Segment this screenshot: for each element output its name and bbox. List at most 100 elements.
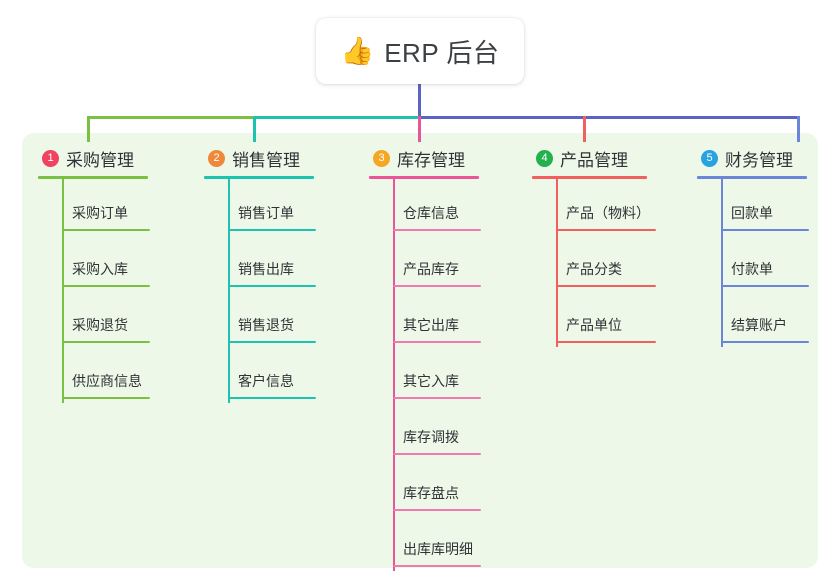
connector-drop-2 [253,116,256,142]
list-item[interactable]: 库存盘点 [369,459,519,515]
list-item[interactable]: 其它入库 [369,347,519,403]
thumbs-up-icon: 👍 [340,35,375,66]
list-item[interactable]: 采购订单 [38,179,188,235]
column-underline-4 [532,176,647,179]
list-item[interactable]: 销售订单 [204,179,354,235]
connector-drop-1 [87,116,90,142]
list-item[interactable]: 客户信息 [204,347,354,403]
list-item[interactable]: 付款单 [697,235,827,291]
column-spine-1 [62,179,64,403]
item-label: 销售退货 [238,317,294,333]
column-title-1: 采购管理 [66,150,134,170]
list-item[interactable]: 销售出库 [204,235,354,291]
item-label: 采购入库 [72,261,128,277]
connector-drop-3 [418,116,421,142]
column-underline-1 [38,176,148,179]
column-items-1: 采购订单采购入库采购退货供应商信息 [38,179,188,403]
item-label: 销售出库 [238,261,294,277]
list-item[interactable]: 产品单位 [532,291,692,347]
list-item[interactable]: 采购退货 [38,291,188,347]
item-label: 产品库存 [403,261,459,277]
item-label: 客户信息 [238,373,294,389]
item-label: 仓库信息 [403,205,459,221]
column-title-4: 产品管理 [560,150,628,170]
column-spine-5 [721,179,723,347]
list-item[interactable]: 产品分类 [532,235,692,291]
item-underline [393,229,481,231]
item-underline [556,229,656,231]
item-label: 出库库明细 [403,541,473,557]
connector-drop-5 [797,116,800,142]
item-underline [228,229,316,231]
item-label: 产品单位 [566,317,622,333]
item-underline [393,397,481,399]
column-title-5: 财务管理 [725,150,793,170]
connector-segment-3 [418,116,798,119]
column-items-3: 仓库信息产品库存其它出库其它入库库存调拨库存盘点出库库明细 [369,179,519,571]
column-spine-3 [393,179,395,571]
item-underline [62,341,150,343]
list-item[interactable]: 仓库信息 [369,179,519,235]
item-underline [393,453,481,455]
item-underline [721,229,809,231]
list-item[interactable]: 产品（物料） [532,179,692,235]
connector-segment-2 [253,116,418,119]
item-label: 销售订单 [238,205,294,221]
column-underline-2 [204,176,314,179]
item-underline [62,285,150,287]
list-item[interactable]: 销售退货 [204,291,354,347]
column-采购管理: 1 采购管理采购订单采购入库采购退货供应商信息 [38,146,188,403]
connector-trunk [418,84,421,119]
column-items-2: 销售订单销售出库销售退货客户信息 [204,179,354,403]
column-badge-1: 1 [42,149,59,167]
item-underline [228,397,316,399]
column-underline-3 [369,176,479,179]
list-item[interactable]: 供应商信息 [38,347,188,403]
column-header-1[interactable]: 1 采购管理 [38,146,188,170]
root-node[interactable]: 👍 ERP 后台 [316,18,524,84]
column-badge-3: 3 [373,149,390,167]
column-spine-2 [228,179,230,403]
column-items-4: 产品（物料） 产品分类产品单位 [532,179,692,347]
list-item[interactable]: 其它出库 [369,291,519,347]
item-underline [393,509,481,511]
connector-segment-1 [87,116,253,119]
column-spine-4 [556,179,558,347]
item-label: 其它出库 [403,317,459,333]
column-badge-4: 4 [536,149,553,167]
column-title-2: 销售管理 [232,150,300,170]
list-item[interactable]: 库存调拨 [369,403,519,459]
item-underline [556,341,656,343]
column-items-5: 回款单付款单结算账户 [697,179,827,347]
item-label: 回款单 [731,205,773,221]
column-underline-5 [697,176,807,179]
item-label: 供应商信息 [72,373,142,389]
item-label: 采购订单 [72,205,128,221]
list-item[interactable]: 产品库存 [369,235,519,291]
item-underline [62,397,150,399]
item-label: 结算账户 [731,317,787,333]
page-title: ERP 后台 [384,37,500,68]
item-underline [393,285,481,287]
list-item[interactable]: 回款单 [697,179,827,235]
item-label: 产品（物料） [566,205,650,221]
column-产品管理: 4 产品管理产品（物料） 产品分类产品单位 [532,146,692,347]
item-label: 付款单 [731,261,773,277]
item-label: 其它入库 [403,373,459,389]
list-item[interactable]: 结算账户 [697,291,827,347]
item-underline [62,229,150,231]
column-title-3: 库存管理 [397,150,465,170]
item-label: 产品分类 [566,261,622,277]
item-underline [228,285,316,287]
column-header-3[interactable]: 3 库存管理 [369,146,519,170]
list-item[interactable]: 出库库明细 [369,515,519,571]
column-header-4[interactable]: 4 产品管理 [532,146,692,170]
item-underline [721,285,809,287]
list-item[interactable]: 采购入库 [38,235,188,291]
diagram-panel [22,133,818,568]
